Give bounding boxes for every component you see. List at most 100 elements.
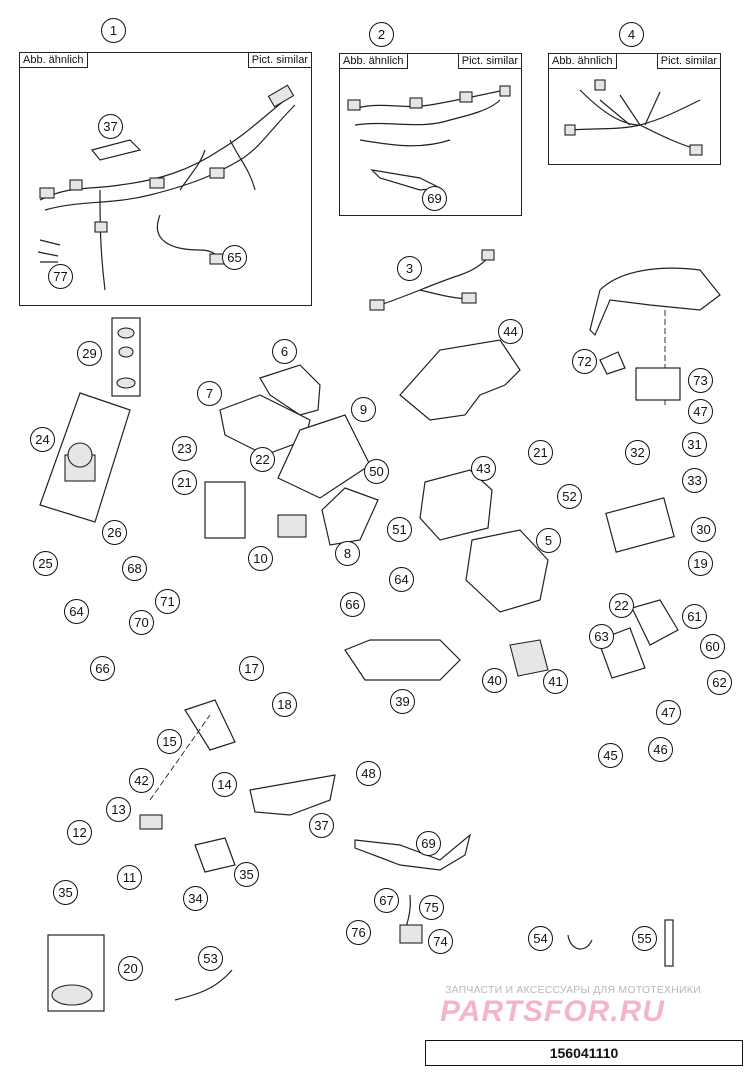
callout-12: 12 (67, 820, 92, 845)
callout-50: 50 (364, 459, 389, 484)
bracket-8-drawing (321, 487, 379, 546)
callout-4: 4 (619, 22, 644, 47)
callout-18: 18 (272, 692, 297, 717)
frame-4-left-tag: Abb. ähnlich (549, 54, 617, 69)
callout-29: 29 (77, 341, 102, 366)
callout-76: 76 (346, 920, 371, 945)
frame-2-right-tag: Pict. similar (457, 54, 521, 69)
callout-37-lower: 37 (309, 813, 334, 838)
callout-64-left: 64 (64, 599, 89, 624)
callout-19: 19 (688, 551, 713, 576)
frame-1-left-tag: Abb. ähnlich (20, 53, 88, 68)
callout-55: 55 (632, 926, 657, 951)
callout-60: 60 (700, 634, 725, 659)
callout-71: 71 (155, 589, 180, 614)
rectifier-40-drawing (509, 639, 549, 677)
callout-24: 24 (30, 427, 55, 452)
callout-22-mid: 22 (250, 447, 275, 472)
module-9-drawing (277, 414, 371, 499)
callout-32: 32 (625, 440, 650, 465)
guide-37-drawing (249, 774, 336, 816)
battery-tray-44-drawing (399, 339, 521, 421)
callout-77: 77 (48, 264, 73, 289)
callout-67: 67 (374, 888, 399, 913)
guide-69-drawing (354, 833, 472, 871)
callout-48: 48 (356, 761, 381, 786)
callout-21-right: 21 (528, 440, 553, 465)
callout-40: 40 (482, 668, 507, 693)
callout-72: 72 (572, 349, 597, 374)
callout-6: 6 (272, 339, 297, 364)
callout-3: 3 (397, 256, 422, 281)
callout-34: 34 (183, 886, 208, 911)
callout-54: 54 (528, 926, 553, 951)
control-unit-30-drawing (605, 497, 675, 553)
callout-75: 75 (419, 895, 444, 920)
callout-53: 53 (198, 946, 223, 971)
callout-10: 10 (248, 546, 273, 571)
callout-51: 51 (387, 517, 412, 542)
callout-31: 31 (682, 432, 707, 457)
callout-8: 8 (335, 541, 360, 566)
callout-15: 15 (157, 729, 182, 754)
callout-1: 1 (101, 18, 126, 43)
switch-unit-15-drawing (184, 699, 236, 751)
handle-bracket-drawing (589, 267, 721, 337)
callout-5: 5 (536, 528, 561, 553)
frame-main-harness-1: Abb. ähnlich Pict. similar (19, 52, 312, 306)
callout-74: 74 (428, 929, 453, 954)
callout-42: 42 (129, 768, 154, 793)
callout-20: 20 (118, 956, 143, 981)
rubber-pad-5-drawing (465, 529, 549, 613)
callout-43: 43 (471, 456, 496, 481)
callout-30: 30 (691, 517, 716, 542)
callout-35-left: 35 (53, 880, 78, 905)
wiring-harness-2-drawing (347, 85, 511, 191)
callout-7: 7 (197, 381, 222, 406)
callout-73: 73 (688, 368, 713, 393)
cover-39-drawing (344, 639, 461, 681)
callout-69-lower: 69 (416, 831, 441, 856)
frame-harness-2: Abb. ähnlich Pict. similar (339, 53, 522, 216)
callout-44: 44 (498, 319, 523, 344)
sub-harness-3-drawing (369, 249, 495, 311)
callout-17: 17 (239, 656, 264, 681)
frame-4-right-tag: Pict. similar (656, 54, 720, 69)
callout-66-mid: 66 (340, 592, 365, 617)
callout-61: 61 (682, 604, 707, 629)
callout-39: 39 (390, 689, 415, 714)
callout-45: 45 (598, 743, 623, 768)
frame-harness-4: Abb. ähnlich Pict. similar (548, 53, 721, 165)
callout-23: 23 (172, 436, 197, 461)
callout-47-lower: 47 (656, 700, 681, 725)
main-wiring-harness-drawing (37, 84, 296, 291)
callout-41: 41 (543, 669, 568, 694)
callout-33: 33 (682, 468, 707, 493)
frame-2-left-tag: Abb. ähnlich (340, 54, 408, 69)
callout-46: 46 (648, 737, 673, 762)
callout-65: 65 (222, 245, 247, 270)
callout-26: 26 (102, 520, 127, 545)
callout-22-right: 22 (609, 593, 634, 618)
callout-62: 62 (707, 670, 732, 695)
callout-21-left: 21 (172, 470, 197, 495)
document-number: 156041110 (425, 1040, 743, 1066)
callout-64-mid: 64 (389, 567, 414, 592)
callout-47-upper: 47 (688, 399, 713, 424)
callout-13: 13 (106, 797, 131, 822)
callout-14: 14 (212, 772, 237, 797)
ecu-case-6-drawing (259, 364, 321, 416)
battery-43-drawing (419, 469, 493, 541)
frame-1-right-tag: Pict. similar (247, 53, 311, 68)
callout-52: 52 (557, 484, 582, 509)
callout-70: 70 (129, 610, 154, 635)
watermark-tagline: ЗАПЧАСТИ И АКСЕССУАРЫ ДЛЯ МОТОТЕХНИКИ (445, 984, 701, 996)
callout-11: 11 (117, 865, 142, 890)
callout-25: 25 (33, 551, 58, 576)
callout-35-right: 35 (234, 862, 259, 887)
callout-2: 2 (369, 22, 394, 47)
callout-37-top: 37 (98, 114, 123, 139)
wiring-harness-4-drawing (564, 79, 703, 156)
